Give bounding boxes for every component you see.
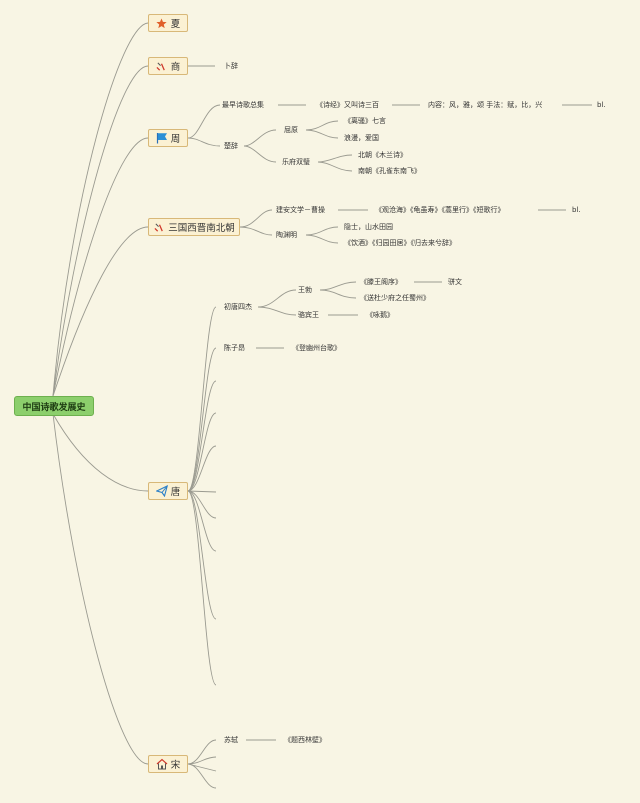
topic-chutang[interactable]: 初唐四杰 xyxy=(224,303,252,311)
house-icon xyxy=(156,758,168,770)
era-label: 唐 xyxy=(170,487,181,498)
topic-jianan[interactable]: 建安文学－曹操 xyxy=(276,206,325,214)
era-node-xia[interactable]: 夏 xyxy=(148,14,188,32)
topic-jianan-works[interactable]: 《观沧海》《龟虽寿》《蒿里行》《短歌行》 xyxy=(375,206,505,214)
star-icon xyxy=(156,17,168,29)
topic-nanchao[interactable]: 南朝《孔雀东南飞》 xyxy=(358,167,421,175)
topic-jianan-tail[interactable]: bl. xyxy=(572,206,581,214)
era-label: 三国西晋南北朝 xyxy=(168,223,235,234)
era-label: 周 xyxy=(170,134,181,145)
paper-plane-icon xyxy=(155,485,168,497)
topic-lisao[interactable]: 《离骚》七言 xyxy=(344,117,386,125)
topic-sushi[interactable]: 苏轼 xyxy=(224,736,238,744)
era-node-song[interactable]: 宋 xyxy=(148,755,188,773)
topic-wangbo[interactable]: 王勃 xyxy=(298,286,312,294)
topic-shijing-tail[interactable]: bl. xyxy=(597,101,606,109)
topic-tao-works[interactable]: 《饮酒》《归园田居》《归去来兮辞》 xyxy=(344,239,456,247)
topic-beichao[interactable]: 北朝《木兰诗》 xyxy=(358,151,407,159)
topic-tao-desc[interactable]: 隐士，山水田园 xyxy=(344,223,393,231)
checkmark-icon xyxy=(153,221,165,233)
topic-xilin[interactable]: 《题西林壁》 xyxy=(284,736,326,744)
topic-chenziang[interactable]: 陈子昂 xyxy=(224,344,245,352)
topic-songdu[interactable]: 《送杜少府之任蜀州》 xyxy=(360,294,430,302)
root-node[interactable]: 中国诗歌发展史 xyxy=(14,396,94,416)
era-label: 商 xyxy=(170,62,181,73)
topic-langman[interactable]: 浪漫，爱国 xyxy=(344,134,379,142)
era-node-tang[interactable]: 唐 xyxy=(148,482,188,500)
topic-shijing-title[interactable]: 《诗经》又叫诗三百 xyxy=(316,101,379,109)
topic-taoyuanming[interactable]: 陶渊明 xyxy=(276,231,297,239)
topic-pianwen[interactable]: 骈文 xyxy=(448,278,462,286)
era-node-sanguo[interactable]: 三国西晋南北朝 xyxy=(148,218,240,236)
era-node-zhou[interactable]: 周 xyxy=(148,129,188,147)
topic-tengwang[interactable]: 《滕王阁序》 xyxy=(360,278,402,286)
era-label: 夏 xyxy=(170,19,181,30)
topic-quyuan[interactable]: 屈原 xyxy=(284,126,298,134)
topic-yuefu[interactable]: 乐府双璧 xyxy=(282,158,310,166)
era-label: 宋 xyxy=(170,760,181,771)
era-node-shang[interactable]: 商 xyxy=(148,57,188,75)
topic-chuci[interactable]: 楚辞 xyxy=(224,142,238,150)
topic-shijing-label[interactable]: 最早诗歌总集 xyxy=(222,101,264,109)
topic-buci[interactable]: 卜辞 xyxy=(224,62,238,70)
topic-shijing-content[interactable]: 内容：风，雅，颂 手法：赋，比，兴 xyxy=(428,101,543,109)
flag-icon xyxy=(156,132,168,144)
topic-yonge[interactable]: 《咏鹅》 xyxy=(366,311,394,319)
checkmark-icon xyxy=(156,60,168,72)
topic-luobinwang[interactable]: 骆宾王 xyxy=(298,311,319,319)
topic-youzhou[interactable]: 《登幽州台歌》 xyxy=(292,344,341,352)
